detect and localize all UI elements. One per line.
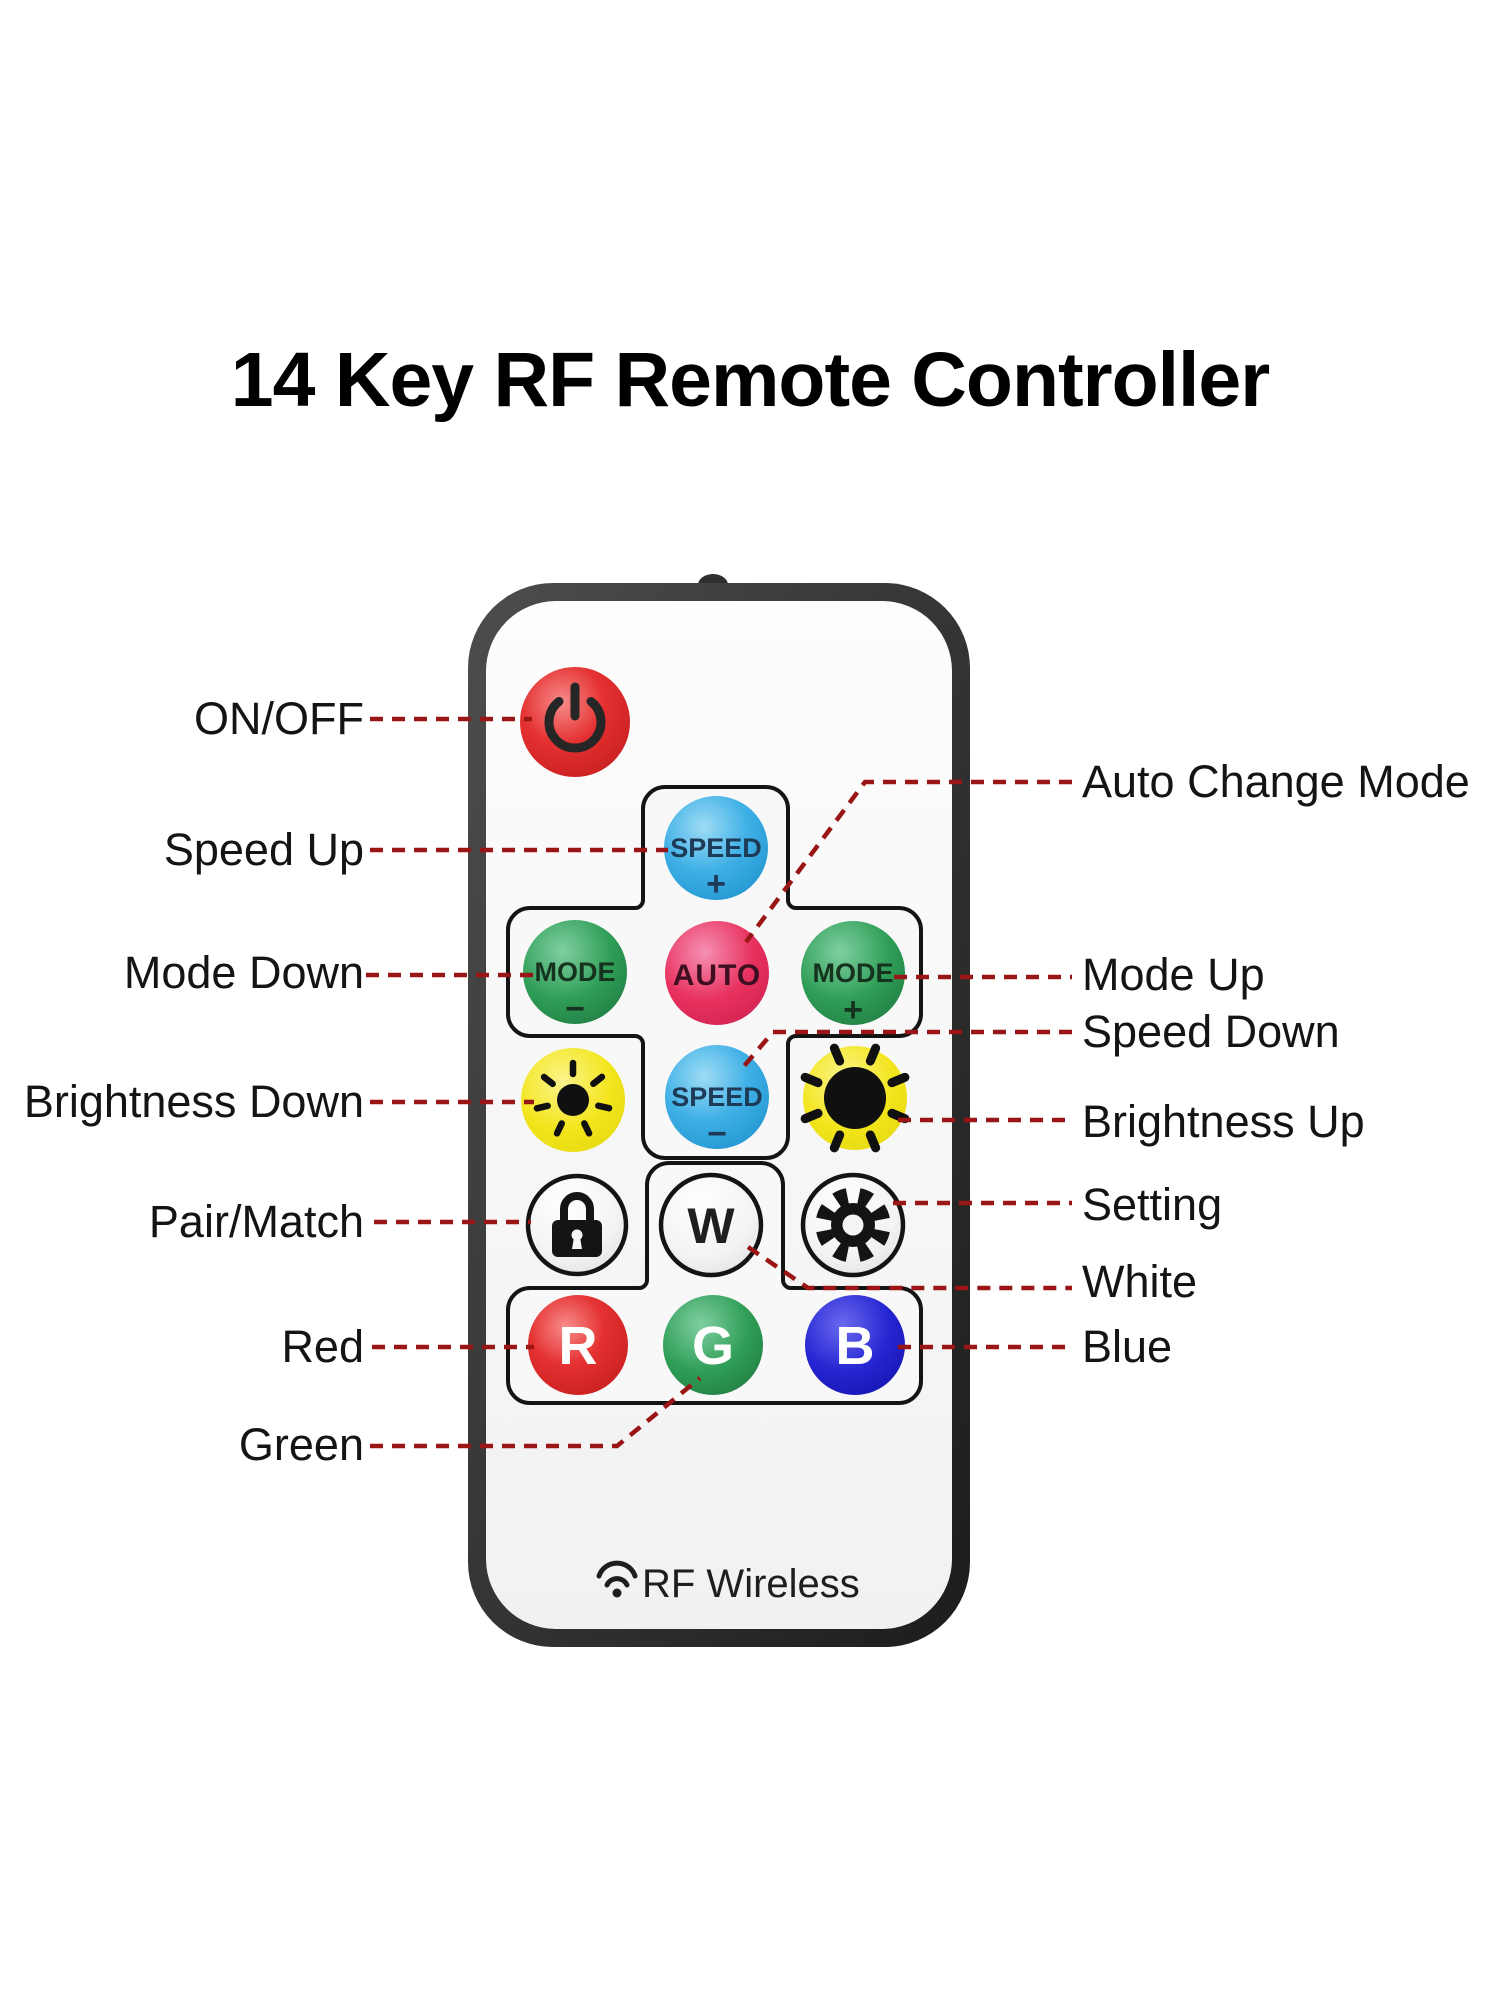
page-title: 14 Key RF Remote Controller [230, 337, 1270, 423]
svg-text:MODE: MODE [813, 958, 894, 988]
mode-down-button: MODE − [523, 920, 627, 1028]
speed-up-button: SPEED + [664, 796, 768, 903]
label-mode-down: Mode Down [123, 947, 364, 998]
wifi-icon [596, 1560, 638, 1598]
connector-auto-change-mode [744, 779, 1072, 944]
label-pair-match: Pair/Match [148, 1196, 364, 1247]
power-icon [544, 682, 606, 753]
mode-up-button: MODE + [801, 921, 905, 1029]
red-button: R [528, 1295, 628, 1395]
svg-text:B: B [836, 1316, 875, 1376]
svg-text:+: + [843, 991, 863, 1029]
label-white: White [1082, 1256, 1198, 1307]
label-red: Red [281, 1321, 364, 1372]
svg-text:RF Wireless: RF Wireless [642, 1562, 860, 1606]
brightness-up-icon [800, 1043, 910, 1153]
label-on-off: ON/OFF [194, 693, 364, 744]
label-speed-up: Speed Up [163, 824, 364, 875]
gear-icon [815, 1187, 891, 1263]
remote-device: SPEED + MODE − AUTO MODE + [468, 574, 970, 1647]
label-setting: Setting [1082, 1179, 1223, 1230]
speed-down-button: SPEED − [665, 1045, 769, 1153]
svg-text:AUTO: AUTO [673, 959, 761, 992]
brightness-up-button [800, 1043, 910, 1153]
connector-green [370, 1376, 702, 1449]
power-button [520, 667, 630, 777]
label-green: Green [238, 1419, 364, 1470]
green-button: G [663, 1295, 763, 1395]
auto-button: AUTO [665, 921, 769, 1025]
label-brightness-down: Brightness Down [23, 1076, 364, 1127]
annotation-connectors [366, 716, 1072, 1449]
setting-button [800, 1172, 906, 1278]
svg-text:W: W [687, 1198, 735, 1254]
svg-text:−: − [565, 990, 585, 1028]
brightness-down-icon [533, 1059, 613, 1137]
connector-white [746, 1245, 1072, 1291]
pair-match-button [525, 1173, 629, 1277]
label-blue: Blue [1082, 1321, 1173, 1372]
label-mode-up: Mode Up [1082, 949, 1265, 1000]
svg-text:+: + [706, 865, 726, 903]
label-speed-down: Speed Down [1082, 1006, 1340, 1057]
brightness-down-button [521, 1048, 625, 1152]
white-button: W [658, 1172, 764, 1278]
blue-button: B [805, 1295, 905, 1395]
svg-text:G: G [692, 1316, 734, 1376]
svg-text:R: R [559, 1316, 598, 1376]
label-brightness-up: Brightness Up [1082, 1096, 1365, 1147]
lock-icon [552, 1192, 602, 1257]
label-auto-change-mode: Auto Change Mode [1082, 756, 1470, 807]
svg-text:SPEED: SPEED [671, 1082, 763, 1112]
svg-text:MODE: MODE [535, 957, 616, 987]
connector-speed-down [737, 1029, 1072, 1074]
svg-text:SPEED: SPEED [670, 833, 762, 863]
rf-wireless-branding: RF Wireless [596, 1560, 860, 1606]
svg-text:−: − [707, 1115, 727, 1153]
